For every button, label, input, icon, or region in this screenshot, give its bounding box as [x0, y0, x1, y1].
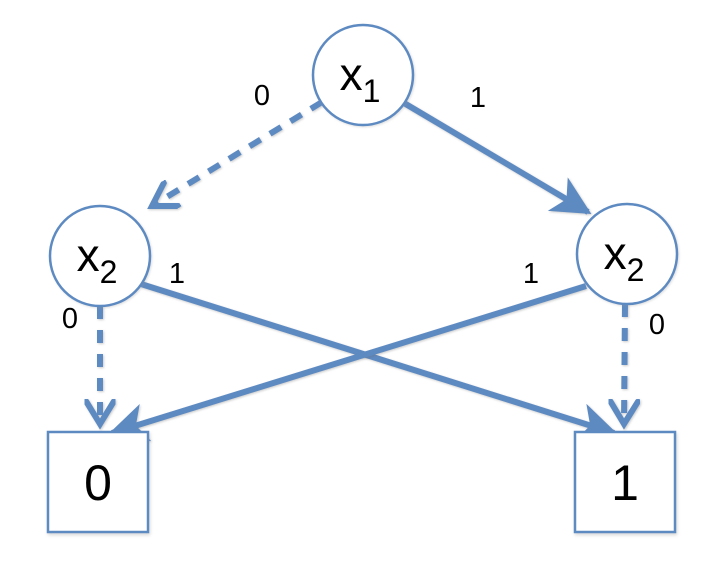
node-right-circle [575, 202, 679, 306]
node-right-label: x2 [604, 227, 645, 288]
edge-left-high [140, 281, 618, 442]
edge-label-left-high: 1 [169, 258, 185, 290]
node-root-circle [311, 23, 415, 127]
edge-right-high [108, 283, 587, 442]
edge-root-high [402, 100, 592, 215]
edge-labels: 0 1 0 1 0 1 [62, 80, 665, 341]
edge-label-root-high: 1 [470, 82, 486, 114]
edge-label-right-low: 0 [649, 309, 665, 341]
node-left-circle [48, 204, 152, 308]
edge-root-low [152, 99, 324, 206]
edge-label-left-low: 0 [62, 303, 78, 335]
terminal-left-label: 0 [84, 455, 112, 511]
terminal-right-box [573, 430, 677, 534]
node-root-label: x1 [340, 48, 381, 109]
edge-right-low [624, 303, 625, 424]
edge-label-right-high: 1 [523, 258, 539, 290]
edges [100, 99, 625, 442]
node-left-label: x2 [77, 229, 118, 290]
decision-nodes: x1 x2 x2 [48, 23, 679, 308]
terminal-left-box [46, 430, 150, 534]
edge-label-root-low: 0 [254, 80, 270, 112]
terminal-nodes: 0 1 [46, 430, 677, 534]
terminal-right-label: 1 [611, 455, 639, 511]
